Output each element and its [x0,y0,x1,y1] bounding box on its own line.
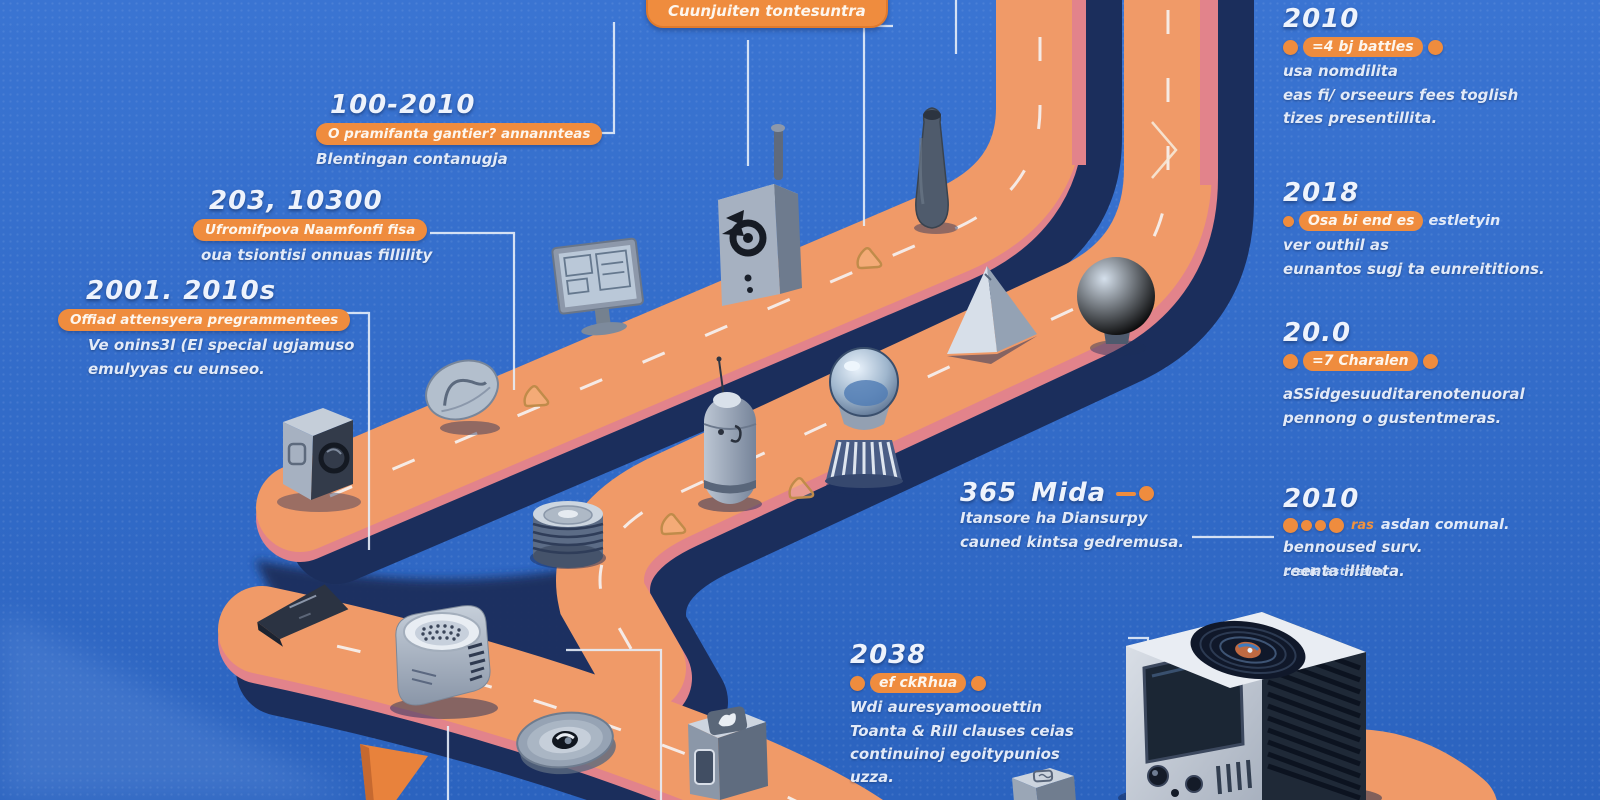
highlight-pill: =4 bj battles [1303,37,1423,58]
block-text: uzza. [850,768,894,787]
down-arrow-icon [360,744,428,800]
dot-accent [1301,519,1312,531]
title-label: Mida [1031,478,1107,508]
crystal-ball-icon [825,347,906,495]
sphere-stand-icon [1077,257,1155,356]
cap-disc-icon [425,359,500,435]
block-text: usa nomdilita [1283,62,1399,81]
highlight-pill: O pramifanta gantier? annannteas [316,123,603,146]
retro-tv-icon [1118,612,1382,800]
year-label: 365 [960,478,1018,508]
block-text: Itansore ha Diansurpy [960,509,1148,528]
timeline-block-r4: 2010 ras asdan comunal. bennoused surv. … [1283,484,1510,583]
dot-accent [850,675,865,691]
year-label: 203, 10300 [209,186,383,216]
bird-box-icon [688,706,768,800]
dot-accent [1329,517,1344,533]
block-text: ver outhil as [1283,236,1389,255]
dot-accent [1283,353,1298,369]
monitor-icon [551,237,644,336]
year-label: 100-2010 [330,90,476,120]
dot-accent [1139,486,1155,502]
edge-strip [1200,0,1214,185]
eye-disc-icon [516,711,616,775]
dot-accent [971,675,987,691]
tag-label: ras [1351,517,1374,533]
road-markers [523,247,883,536]
light-sheen [0,610,360,800]
block-text: emulyyas cu eunseo. [88,359,265,378]
year-label: 2038 [850,640,927,670]
highlight-pill: Osa bi end es [1299,211,1424,232]
block-text: Blentingan contanugja [316,150,508,169]
robot-capsule-icon [698,356,762,512]
block-text: pennong o gustentmeras. [1283,408,1502,427]
block-text: aSSidgesuuditarenotenuoral [1283,385,1525,404]
logo-cube-icon [1012,768,1076,800]
year-label: 2010 [1283,484,1360,514]
timeline-block-r3: 20.0 =7 Charalen aSSidgesuuditarenotenuo… [1283,318,1525,430]
dot-accent [1283,39,1298,55]
block-text: continuinoj egoitypunios [850,744,1060,763]
edge-strip [1072,0,1086,165]
top-center-label: Cuunjuiten tontesuntra [646,0,888,28]
ribbed-puck-icon [530,501,606,569]
block-text: reenta illiteta. [1283,561,1405,580]
block-text: eunantos sugj ta eunreititions. [1283,259,1545,278]
timeline-block-l1: 100-2010 O pramifanta gantier? annanntea… [316,90,603,172]
dot-accent [1315,519,1326,531]
timeline-block-l3: 2001. 2010s Offiad attensyera pregrammen… [58,276,355,381]
block-text: eas fi/ orseeurs fees toglish [1283,85,1519,104]
timeline-block-r2: 2018 Osa bi end es estletyin ver outhil … [1283,178,1545,281]
block-text: Toanta & Rill clauses ceias [850,721,1074,740]
block-text: Wdi auresyamoouettin [850,698,1043,717]
dot-accent [1283,517,1298,533]
highlight-pill: Offiad attensyera pregrammentees [58,309,351,332]
mesh-knob-icon [390,605,498,719]
year-label: 2018 [1283,178,1360,208]
year-label: 2010 [1283,4,1360,34]
dot-accent [1427,39,1443,55]
blender-box-icon [718,124,802,306]
highlight-pill: ef ckRhua [870,673,967,694]
dark-wedge-icon [257,584,349,647]
block-text: cauned kintsa gedremusa. [960,532,1185,551]
road-dashes [299,0,1170,800]
highlight-suffix: estletyin [1428,213,1501,230]
block-text: bennoused surv. [1283,538,1423,557]
dash-accent [1116,491,1137,496]
block-text: tizes presentillita. [1283,108,1438,127]
tagline: asdan comunal. [1380,517,1510,534]
timeline-block-r1: 2010 =4 bj battles usa nomdilita eas fi/… [1283,4,1519,130]
timeline-block-l2: 203, 10300 Ufromifpova Naamfonfi fisa ou… [193,186,433,268]
road-chevron [1151,121,1178,179]
timeline-block-m2: 365 Mida Itansore ha Diansurpy cauned ki… [960,478,1185,554]
bottle-icon [914,107,958,234]
block-text: oua tsiontisi onnuas fillility [201,246,433,265]
year-label: 20.0 [1283,318,1352,348]
dot-accent [1422,353,1438,369]
year-label: 2001. 2010s [86,276,277,306]
block-text: Ve onins3l (El special ugjamuso [88,336,355,355]
highlight-pill: =7 Charalen [1303,351,1418,372]
timeline-block-m3: 2038 ef ckRhua Wdi auresyamoouettin Toan… [850,640,1074,789]
highlight-pill: Ufromifpova Naamfonfi fisa [193,219,428,242]
pyramid-icon [947,266,1037,364]
tv-caption: cretia astritelia [1284,566,1384,578]
dot-accent [1283,215,1294,227]
speaker-device-icon [277,408,361,512]
